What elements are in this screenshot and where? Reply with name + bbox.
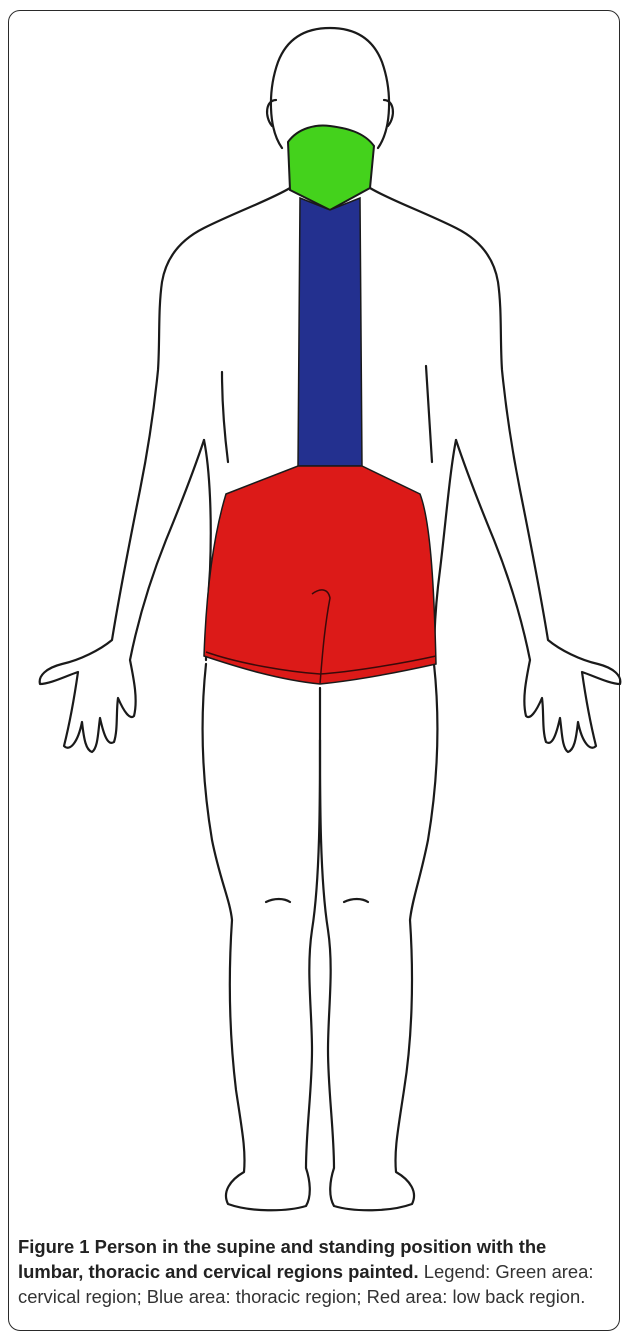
body-diagram [0,0,629,1230]
right-leg-outline [320,664,437,1210]
thoracic-region [298,198,362,466]
left-knee-mark [266,899,290,902]
low-back-region [204,466,436,684]
left-torso-inner-outline [222,372,228,462]
left-leg-outline [203,664,320,1210]
cervical-region [288,126,374,210]
right-arm-inner-outline [434,440,456,660]
figure-label: Figure 1 [18,1236,90,1257]
right-torso-inner-outline [426,366,432,462]
figure-caption: Figure 1 Person in the supine and standi… [18,1234,614,1309]
right-knee-mark [344,899,368,902]
